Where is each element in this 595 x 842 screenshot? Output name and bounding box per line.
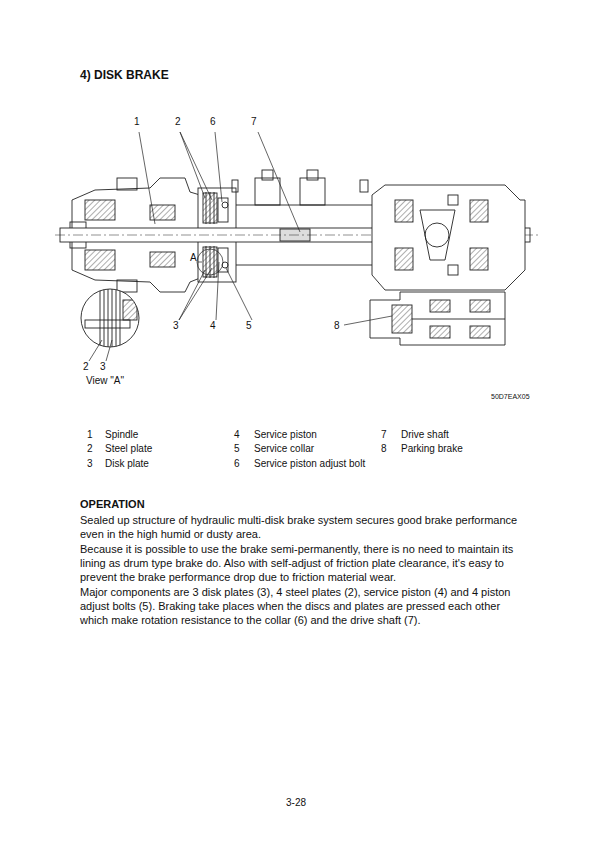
view-marker: A — [190, 252, 197, 264]
part-name: Service piston — [254, 429, 317, 441]
callout-number: 4 — [210, 320, 216, 332]
part-number: 1 — [87, 429, 93, 441]
part-number: 3 — [87, 458, 93, 470]
callout-number: 5 — [246, 320, 252, 332]
part-name: Service collar — [254, 443, 314, 455]
body-paragraph: Because it is possible to use the brake … — [80, 542, 525, 584]
section-heading: OPERATION — [80, 498, 145, 511]
section-title: 4) DISK BRAKE — [80, 68, 169, 82]
callout-number: 1 — [134, 116, 140, 128]
callout-number: 3 — [100, 361, 106, 373]
part-name: Drive shaft — [401, 429, 449, 441]
body-paragraph: Sealed up structure of hydraulic multi-d… — [80, 513, 525, 541]
part-name: Steel plate — [105, 443, 152, 455]
view-caption: View "A" — [86, 375, 124, 387]
part-name: Disk plate — [105, 458, 149, 470]
callout-number: 6 — [210, 116, 216, 128]
body-paragraph: Major components are 3 disk plates (3), … — [80, 585, 525, 627]
part-name: Parking brake — [401, 443, 463, 455]
figure-code: 50D7EAX05 — [491, 393, 530, 401]
callout-number: 3 — [173, 320, 179, 332]
part-name: Service piston adjust bolt — [254, 458, 365, 470]
callout-number: 2 — [175, 116, 181, 128]
part-number: 7 — [381, 429, 387, 441]
part-number: 4 — [234, 429, 240, 441]
part-number: 6 — [234, 458, 240, 470]
part-number: 2 — [87, 443, 93, 455]
callout-number: 8 — [334, 320, 340, 332]
part-number: 5 — [234, 443, 240, 455]
part-number: 8 — [381, 443, 387, 455]
part-name: Spindle — [105, 429, 138, 441]
callout-number: 7 — [251, 116, 257, 128]
callout-number: 2 — [83, 361, 89, 373]
page-number: 3-28 — [286, 797, 306, 809]
